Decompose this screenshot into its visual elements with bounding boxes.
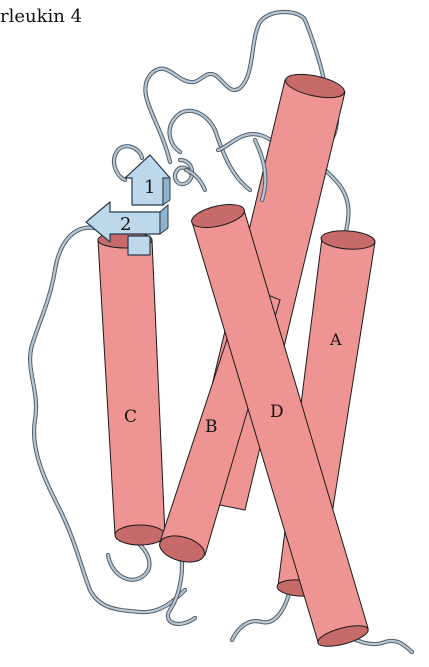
loops-front	[186, 140, 265, 200]
strand-2-connector	[128, 236, 150, 255]
helix-c-bottom-cap	[115, 525, 165, 545]
strand-1-label: 1	[144, 177, 155, 198]
loop-c-bottom	[108, 545, 149, 580]
helix-d-label: D	[270, 402, 284, 422]
strand-2-label: 2	[120, 214, 131, 235]
loop-a-top	[170, 111, 250, 190]
helix-c-label: C	[124, 407, 137, 427]
helix-c: C	[98, 232, 165, 545]
helix-b-label: B	[205, 417, 218, 437]
helix-c-body	[98, 240, 165, 535]
helix-a-label: A	[329, 330, 342, 349]
figure-title: rleukin 4	[0, 6, 82, 27]
